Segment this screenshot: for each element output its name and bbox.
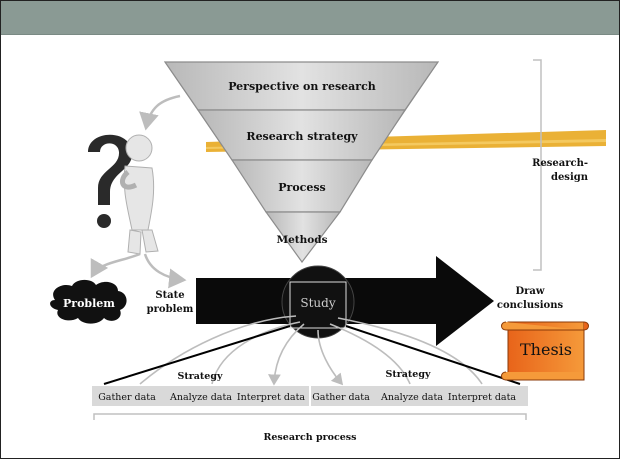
research-process-label: Research process xyxy=(263,432,356,443)
funnel-label-2: Research strategy xyxy=(246,130,358,143)
header-bar xyxy=(0,0,620,35)
study-label: Study xyxy=(300,296,335,310)
process-step-1: Gather data xyxy=(98,392,156,403)
funnel-label-1: Perspective on research xyxy=(228,80,376,93)
funnel-label-3: Process xyxy=(278,181,326,194)
state-problem-label-1: State xyxy=(155,290,184,301)
funnel-label-4: Methods xyxy=(276,234,327,246)
process-step-3: Interpret data xyxy=(237,392,305,403)
process-step-6: Interpret data xyxy=(448,392,516,403)
research-process-bracket xyxy=(93,413,527,420)
thinking-figure-icon xyxy=(88,134,159,255)
arrow-figure-to-problem xyxy=(90,252,141,279)
curved-arrow-to-figure xyxy=(139,94,181,131)
funnel: Perspective on research Research strateg… xyxy=(163,61,440,264)
process-step-5: Analyze data xyxy=(380,392,443,403)
strategy-label-left: Strategy xyxy=(177,371,222,382)
study-connectors xyxy=(139,315,483,386)
research-design-label-2: design xyxy=(551,172,589,183)
thesis-label: Thesis xyxy=(520,340,572,359)
cloud-icon xyxy=(50,279,127,324)
research-design-label-1: Research- xyxy=(532,158,588,169)
funnel-level-4 xyxy=(264,211,342,264)
question-mark-icon xyxy=(88,134,133,205)
problem-label: Problem xyxy=(63,297,115,310)
arrow-figure-to-state xyxy=(143,253,187,289)
process-step-2: Analyze data xyxy=(169,392,232,403)
draw-conclusions-label-2: conclusions xyxy=(497,300,564,311)
strategy-label-right: Strategy xyxy=(385,369,430,380)
scroll-icon xyxy=(501,321,589,381)
state-problem-label-2: problem xyxy=(147,304,194,315)
draw-conclusions-label-1: Draw xyxy=(515,286,544,297)
process-step-4: Gather data xyxy=(312,392,370,403)
